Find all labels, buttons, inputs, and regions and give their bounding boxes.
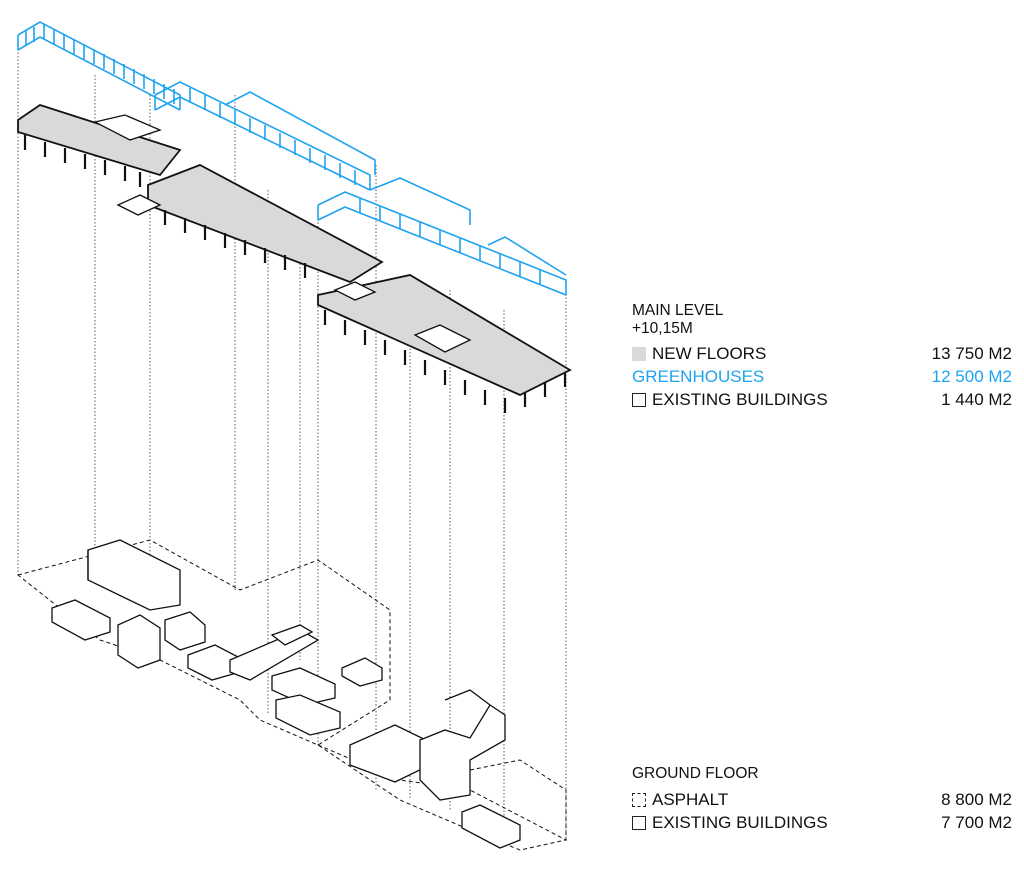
projection-lines bbox=[17, 35, 567, 840]
existing-buildings-main-label: EXISTING BUILDINGS bbox=[652, 389, 828, 409]
legend-row-existing-buildings-main: EXISTING BUILDINGS 1 440 M2 bbox=[632, 389, 1012, 412]
asphalt-label: ASPHALT bbox=[652, 789, 729, 809]
existing-buildings-ground-value: 7 700 M2 bbox=[941, 812, 1012, 832]
legend-row-greenhouses: GREENHOUSES 12 500 M2 bbox=[632, 366, 1012, 389]
greenhouses-value: 12 500 M2 bbox=[931, 366, 1012, 386]
new-floors-columns bbox=[23, 135, 567, 413]
existing-buildings-ground-swatch bbox=[632, 815, 646, 830]
existing-buildings-swatch bbox=[632, 393, 646, 408]
axonometric-diagram bbox=[16, 21, 572, 851]
asphalt-swatch bbox=[632, 792, 646, 807]
asphalt-value: 8 800 M2 bbox=[941, 789, 1012, 809]
new-floors-swatch bbox=[632, 347, 646, 362]
ground-floor-heading: GROUND FLOOR bbox=[632, 765, 759, 782]
legend-row-asphalt: ASPHALT 8 800 M2 bbox=[632, 788, 1012, 811]
legend-main-level: MAIN LEVEL +10,15M NEW FLOORS 13 750 M2 … bbox=[632, 302, 1012, 412]
existing-buildings-main-value: 1 440 M2 bbox=[941, 389, 1012, 409]
main-level-elevation: +10,15M bbox=[632, 320, 693, 338]
legend-ground-floor: GROUND FLOOR ASPHALT 8 800 M2 EXISTING B… bbox=[632, 765, 1012, 834]
existing-buildings-ground-label: EXISTING BUILDINGS bbox=[652, 812, 828, 832]
greenhouses-roof bbox=[17, 21, 567, 296]
main-level-heading: MAIN LEVEL bbox=[632, 302, 724, 319]
greenhouses-label: GREENHOUSES bbox=[632, 366, 765, 386]
legend-row-new-floors: NEW FLOORS 13 750 M2 bbox=[632, 343, 1012, 366]
legend-row-existing-buildings-ground: EXISTING BUILDINGS 7 700 M2 bbox=[632, 811, 1012, 834]
new-floors-slabs bbox=[17, 104, 572, 396]
ground-existing-buildings bbox=[51, 539, 521, 849]
new-floors-label: NEW FLOORS bbox=[652, 343, 767, 363]
new-floors-value: 13 750 M2 bbox=[931, 343, 1012, 363]
new-floors-openings bbox=[93, 114, 472, 353]
